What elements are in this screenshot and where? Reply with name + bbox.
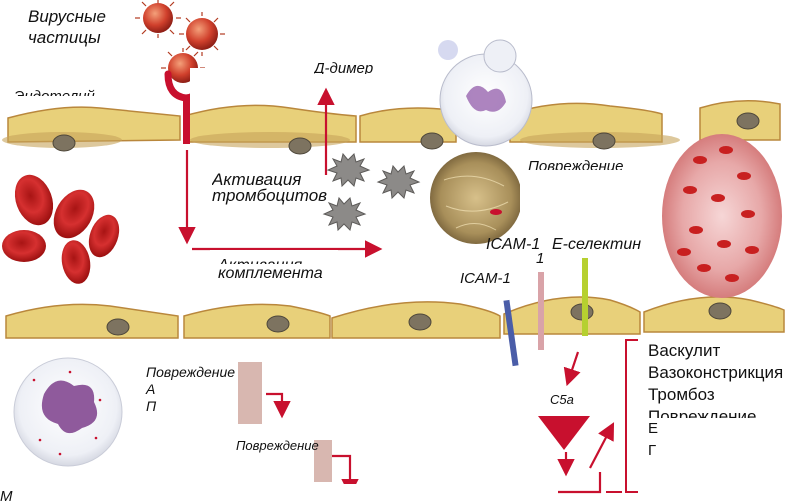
complement-activation-label: Активация комплемента	[218, 256, 323, 282]
outcome-vasoconstriction: Вазоконстрикция	[648, 362, 783, 384]
adhesion-molecule-pink	[538, 272, 544, 350]
stair-block-1	[238, 362, 262, 424]
viral-particles-label: Вирусные частицы	[28, 6, 106, 48]
stair-1-line-2: А	[146, 381, 235, 398]
outcomes-list: Васкулит Вазоконстрикция Тромбоз Поврежд…	[648, 340, 783, 462]
marker-1-label: 1	[536, 250, 544, 267]
neutrophil-icon	[438, 40, 532, 146]
stair-1-line-3: П	[146, 398, 235, 415]
platelet-activation-line-2: тромбоцитов	[212, 186, 327, 206]
platelet-icon	[378, 166, 419, 198]
platelet-icon	[324, 198, 365, 230]
stair-1-line-1: Повреждение	[146, 364, 235, 381]
neutrophil-icon	[14, 358, 122, 466]
viral-particles-line-2: частицы	[28, 27, 106, 48]
endothelium-label: Эндотелий	[14, 88, 95, 96]
complement-activation-line-1: Активация	[218, 256, 323, 264]
e-selectin-label: E-селектин	[552, 236, 641, 254]
thrombus-icon	[662, 134, 782, 298]
red-blood-cell-icon	[2, 169, 125, 286]
virus-icon	[135, 0, 181, 38]
d-dimer-label: Д-димер	[314, 60, 373, 74]
adhesion-molecule-green	[582, 258, 588, 336]
endothelium-top-layer	[2, 101, 780, 154]
platelet-icon	[328, 154, 369, 186]
outcome-vasculitis: Васкулит	[648, 340, 783, 362]
fibrin-clot-icon	[430, 152, 522, 244]
outcome-thrombosis: Тромбоз	[648, 384, 783, 406]
outcome-6: Г	[648, 440, 783, 462]
viral-particles-line-1: Вирусные	[28, 6, 106, 27]
arrows	[187, 92, 612, 492]
endothelium-bottom-layer	[6, 297, 784, 338]
stair-1-label: Повреждение А П	[146, 364, 235, 415]
virus-icon	[179, 12, 225, 56]
damage-top-label: Повреждение	[528, 158, 623, 170]
platelet-activation-line-1: Активация	[212, 170, 327, 186]
c5a-marker	[538, 416, 590, 450]
icam1-top-label: ICAM-1	[486, 236, 540, 254]
bottom-left-label: М	[0, 488, 13, 502]
outcome-damage: Повреждение	[648, 406, 783, 418]
outcome-5: Е	[648, 418, 783, 440]
platelet-activation-label: Активация тромбоцитов	[212, 170, 327, 206]
icam1-bottom-label: ICAM-1	[460, 270, 511, 287]
complement-activation-line-2: комплемента	[218, 264, 323, 282]
stair-2-label: Повреждение	[236, 438, 319, 453]
c5a-label: C5a	[550, 392, 574, 407]
